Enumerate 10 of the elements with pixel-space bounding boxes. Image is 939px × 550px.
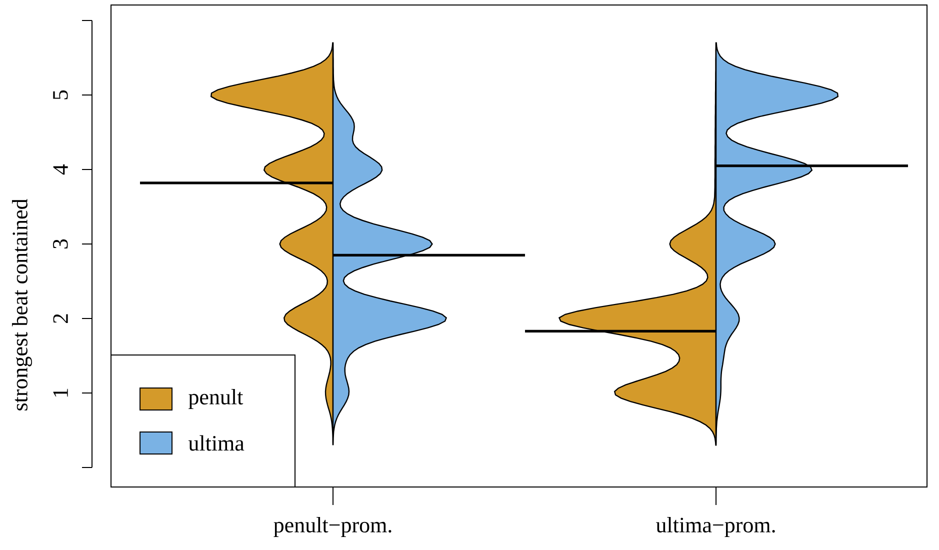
tick-label: 1 [53, 388, 68, 397]
tick-label: 2 [53, 314, 68, 324]
tick-label: 5 [53, 90, 68, 100]
legend-label: penult [188, 389, 244, 409]
axis-label: strongest beat contained [12, 198, 32, 410]
tick-label: 3 [53, 239, 68, 248]
tick-label: penult−prom. [274, 517, 392, 537]
legend-label: ultima [188, 435, 244, 451]
tick-label: ultima−prom. [656, 517, 775, 537]
tick-label: 4 [53, 164, 68, 175]
